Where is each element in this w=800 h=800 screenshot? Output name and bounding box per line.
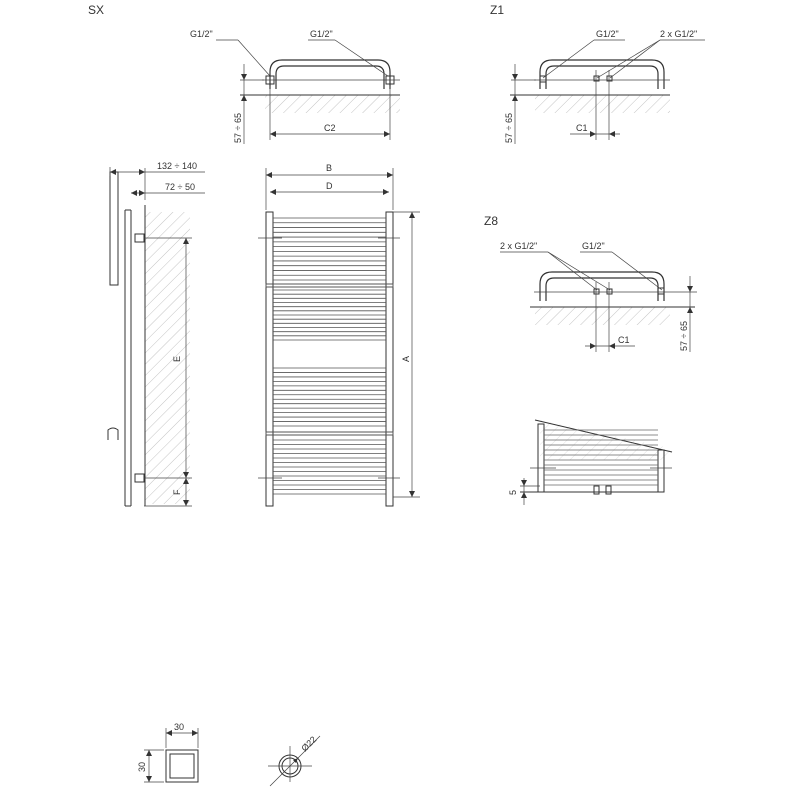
dim-a: A — [401, 356, 411, 362]
dim-c1-z1: C1 — [576, 123, 588, 133]
connection-label-z8: G1/2" — [582, 241, 605, 251]
connection-label-z8-double: 2 x G1/2" — [500, 241, 537, 251]
dim-c1-z8: C1 — [618, 335, 630, 345]
towel-bar — [265, 283, 394, 288]
connection-label-z1-double: 2 x G1/2" — [660, 29, 697, 39]
view-label-z8: Z8 — [484, 214, 498, 228]
dim-gap-sx: 57 ÷ 65 — [233, 113, 243, 143]
heating-rungs — [265, 217, 394, 495]
dim-b: B — [326, 163, 332, 173]
view-label-sx: SX — [88, 3, 104, 17]
connection-label-left: G1/2" — [190, 29, 213, 39]
sx-top-view: SX G1/2" G1/2" 57 ÷ 65 C2 — [88, 3, 400, 144]
dim-c2: C2 — [324, 123, 336, 133]
dim-gap-z8: 57 ÷ 65 — [679, 321, 689, 351]
dim-depth-wall: 72 ÷ 50 — [165, 182, 195, 192]
tube-diameter: Ø22 — [299, 734, 318, 753]
z1-top-view: Z1 G1/2" 2 x G1/2" 57 ÷ 65 C1 — [490, 3, 705, 144]
dim-five: 5 — [508, 490, 518, 495]
connection-label-right: G1/2" — [310, 29, 333, 39]
dim-gap-z1: 57 ÷ 65 — [504, 113, 514, 143]
profile-height: 30 — [137, 762, 147, 772]
dim-depth-total: 132 ÷ 140 — [157, 161, 197, 171]
round-profile: Ø22 — [268, 734, 321, 787]
dim-d: D — [326, 181, 333, 191]
view-label-z1: Z1 — [490, 3, 504, 17]
z8-bottom-detail: 5 — [508, 419, 673, 505]
square-profile: 30 30 — [137, 722, 199, 783]
sx-front-view: B D A — [258, 163, 420, 507]
towel-bar — [265, 431, 394, 436]
dim-f: F — [172, 489, 182, 495]
wall-hatch — [265, 95, 400, 113]
dim-e: E — [172, 356, 182, 362]
connection-label-z1: G1/2" — [596, 29, 619, 39]
sx-side-view: 132 ÷ 140 72 ÷ 50 E F — [107, 161, 205, 507]
profile-width: 30 — [174, 722, 184, 732]
z8-top-view: Z8 2 x G1/2" G1/2" 57 ÷ 65 C1 — [484, 214, 697, 352]
